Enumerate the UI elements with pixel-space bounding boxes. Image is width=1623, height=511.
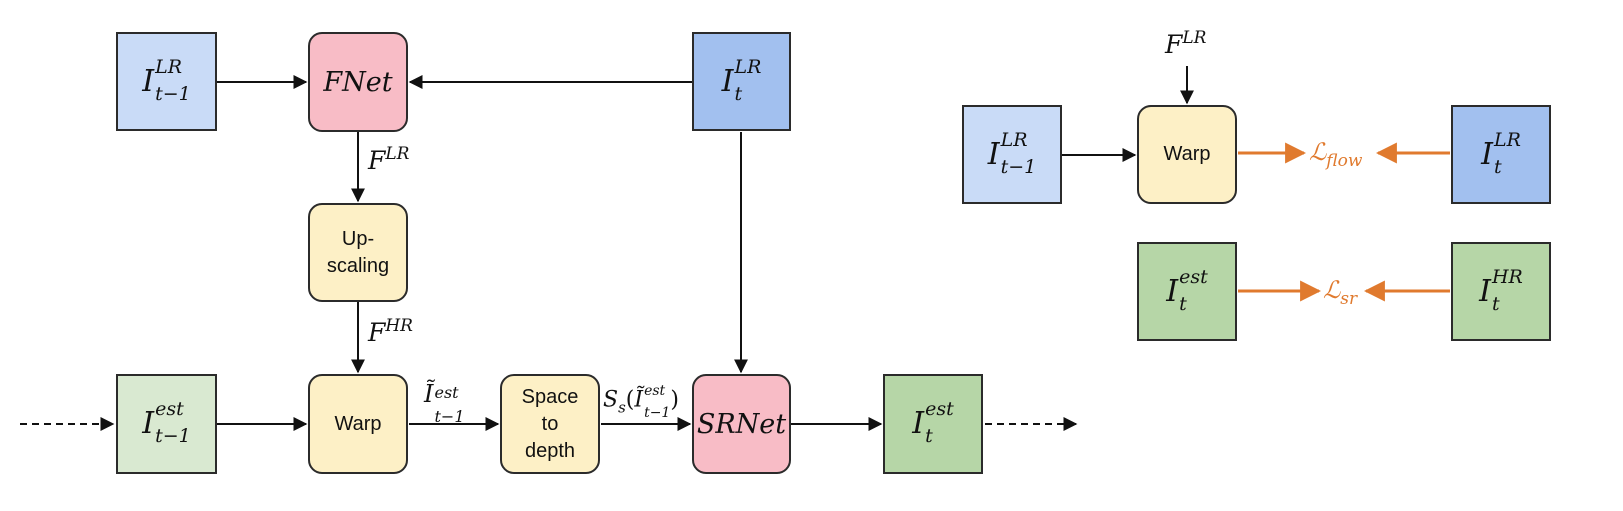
label-f-lr: FLR [368, 144, 410, 175]
label-f-lr-loss: FLR [1165, 28, 1207, 59]
node-warp: Warp [308, 374, 408, 474]
label-f-hr: FHR [368, 316, 413, 347]
node-srnet: SRNet [692, 374, 791, 474]
node-space-to-depth: Space to depth [500, 374, 600, 474]
node-fnet: FNet [308, 32, 408, 132]
label-loss-flow: ℒflow [1309, 138, 1363, 171]
label-loss-sr: ℒsr [1323, 276, 1358, 309]
node-upscaling: Up- scaling [308, 203, 408, 302]
node-loss-warp: Warp [1137, 105, 1237, 204]
